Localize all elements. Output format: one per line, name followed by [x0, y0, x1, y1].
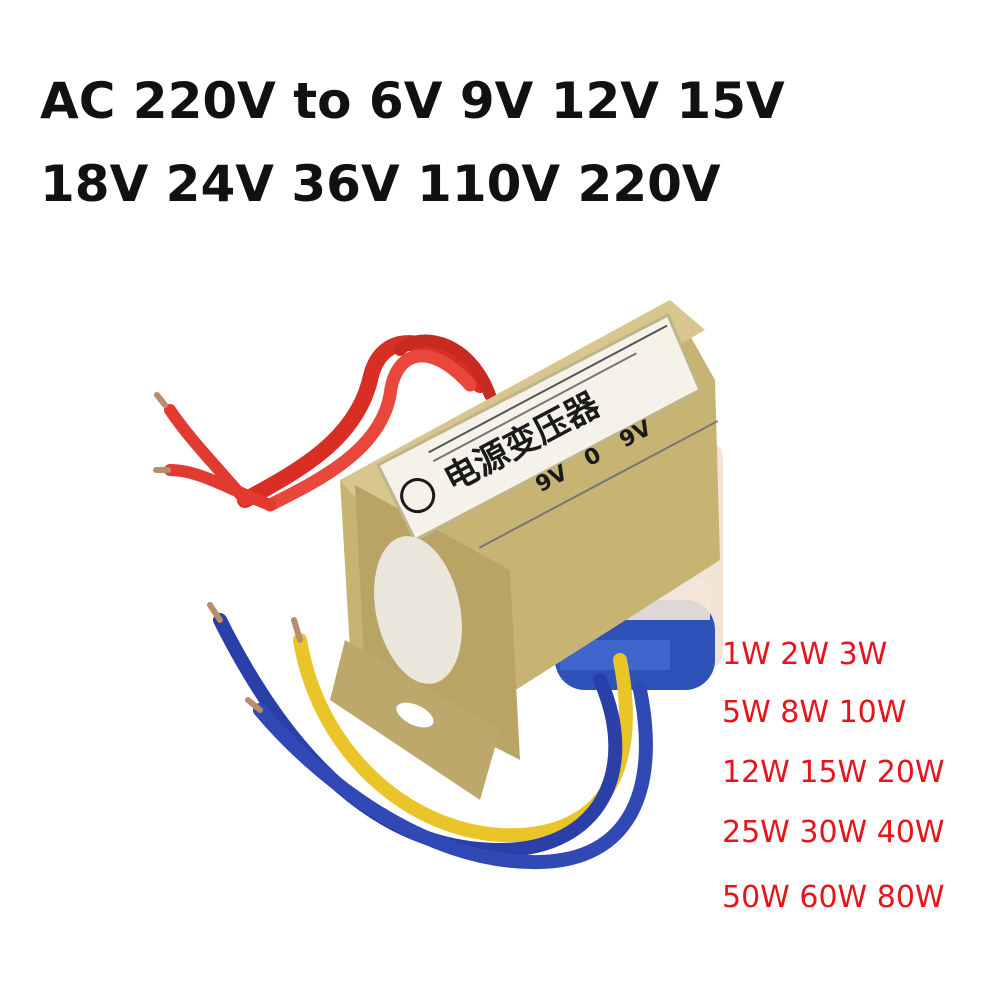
power-rating-line: 5W 8W 10W — [722, 695, 907, 730]
headline-line-1: AC 220V to 6V 9V 12V 15V — [40, 72, 785, 130]
power-rating-line: 12W 15W 20W — [722, 755, 945, 790]
headline-line-2: 18V 24V 36V 110V 220V — [40, 155, 721, 213]
power-rating-line: 50W 60W 80W — [722, 880, 945, 915]
power-rating-line: 1W 2W 3W — [722, 637, 888, 672]
power-rating-line: 25W 30W 40W — [722, 815, 945, 850]
secondary-wires — [207, 602, 653, 870]
metal-housing — [330, 300, 720, 800]
red-wires — [153, 334, 496, 512]
